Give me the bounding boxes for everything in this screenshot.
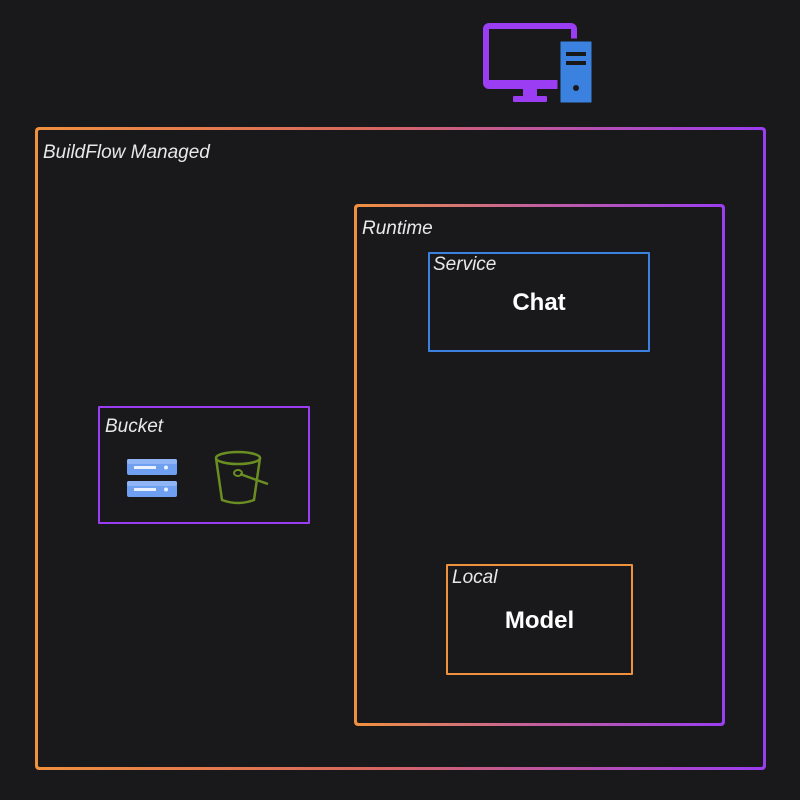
- model-label: Model: [504, 607, 575, 634]
- runtime-label: Runtime: [362, 218, 433, 239]
- buildflow-managed-label: BuildFlow Managed: [43, 142, 210, 163]
- chat-label: Chat: [512, 289, 566, 316]
- local-box: Local Model: [446, 564, 633, 675]
- local-label: Local: [452, 567, 498, 588]
- bucket-icon: [214, 450, 269, 505]
- bucket-box: Bucket: [98, 406, 310, 524]
- bucket-label: Bucket: [105, 416, 164, 437]
- service-box: Service Chat: [428, 252, 650, 352]
- desktop-computer-icon: [483, 23, 595, 104]
- service-label: Service: [433, 254, 497, 275]
- storage-server-icon: [127, 459, 177, 497]
